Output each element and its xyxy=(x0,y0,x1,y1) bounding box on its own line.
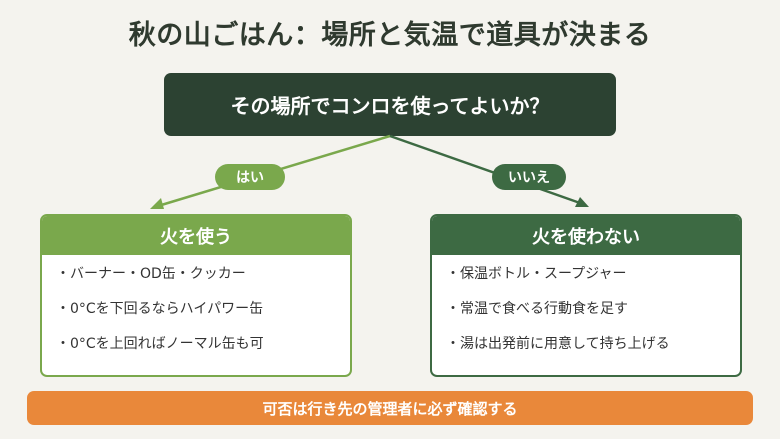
no-fire-list: ・保温ボトル・スープジャー ・常温で食べる行動食を足す ・湯は出発前に用意して持… xyxy=(432,255,740,353)
question-box: その場所でコンロを使ってよいか？ xyxy=(164,73,616,136)
list-item: ・バーナー・OD缶・クッカー xyxy=(56,266,246,282)
no-fire-box: 火を使わない ・保温ボトル・スープジャー ・常温で食べる行動食を足す ・湯は出発… xyxy=(430,214,742,377)
no-fire-heading: 火を使わない xyxy=(432,216,740,255)
list-item: ・湯は出発前に用意して持ち上げる xyxy=(446,336,670,352)
yes-label: はい xyxy=(215,164,285,190)
use-fire-list: ・バーナー・OD缶・クッカー ・0°Cを下回るならハイパワー缶 ・0°Cを上回れ… xyxy=(42,255,350,353)
yes-arrowhead xyxy=(150,198,164,209)
list-item: ・保温ボトル・スープジャー xyxy=(446,266,627,282)
no-label: いいえ xyxy=(492,164,566,190)
list-item: ・0°Cを上回ればノーマル缶も可 xyxy=(56,336,264,352)
no-arrowhead xyxy=(575,197,589,207)
use-fire-heading: 火を使う xyxy=(42,216,350,255)
page-title: 秋の山ごはん：場所と気温で道具が決まる xyxy=(128,20,652,51)
no-connector xyxy=(389,134,581,205)
use-fire-box: 火を使う ・バーナー・OD缶・クッカー ・0°Cを下回るならハイパワー缶 ・0°… xyxy=(40,214,352,377)
list-item: ・0°Cを下回るならハイパワー缶 xyxy=(56,301,264,317)
footer-text: 可否は行き先の管理者に必ず確認する xyxy=(262,399,518,418)
list-item: ・常温で食べる行動食を足す xyxy=(446,301,628,317)
footer-banner: 可否は行き先の管理者に必ず確認する xyxy=(27,391,753,425)
question-text: その場所でコンロを使ってよいか？ xyxy=(230,94,550,118)
